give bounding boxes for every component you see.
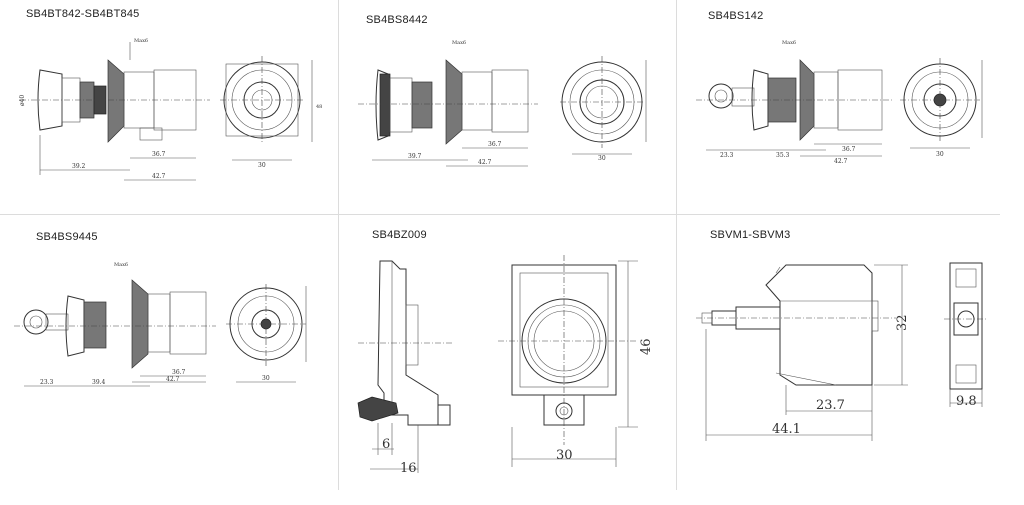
dim-w: 30	[258, 162, 266, 169]
dim-c: 42.7	[166, 376, 180, 383]
dim-w: 30	[598, 155, 606, 162]
svg-text:Max6: Max6	[782, 40, 796, 46]
dim-b: 16	[400, 461, 417, 476]
divider-col-2	[676, 0, 677, 490]
dim-c: 36.7	[152, 151, 166, 158]
dim-c: 36.7	[488, 141, 502, 148]
drawing-sb4bz009: 6 16 30 46	[357, 255, 654, 476]
drawing-sb4bs142: Max6 23.3 35.3 36.7 42.7 30	[696, 40, 983, 165]
divider-col-1	[338, 0, 339, 490]
drawing-sb4bs8442: Max6 39.7 36.7 42.7 30	[358, 40, 647, 167]
svg-text:Max6: Max6	[114, 262, 128, 268]
dim-d: 36.7	[172, 369, 186, 376]
dim-a: 39.7	[408, 153, 422, 160]
panel-title-6: SBVM1-SBVM3	[710, 229, 791, 241]
drawing-sb4bs9445: Max6 23.3 39.4 36.7 42.7 30	[14, 262, 307, 387]
dim-b: 35.3	[776, 152, 790, 159]
dim-a: 6	[382, 437, 390, 452]
dim-b: 42.7	[152, 173, 166, 180]
dim-a: 23.3	[720, 152, 734, 159]
panel-title-1: SB4BT842-SB4BT845	[26, 8, 140, 20]
dim-b: 42.7	[478, 159, 492, 166]
dim-w: 30	[262, 375, 270, 382]
dim-w: 9.8	[956, 394, 977, 409]
drawing-sbvm1: 23.7 44.1 32 9.8	[696, 262, 988, 441]
panel-title-4: SB4BS9445	[36, 231, 98, 243]
dim-b: 39.4	[92, 379, 106, 386]
dim-a: 23.7	[816, 398, 845, 413]
dim-c: 42.7	[834, 158, 848, 165]
drawing-sb4bt842: Max6 ø40 39.2 36.7 42.7 30 48	[19, 38, 322, 181]
dim-d: 36.7	[842, 146, 856, 153]
dim-w: 30	[936, 151, 944, 158]
dim-h: 32	[895, 314, 910, 331]
svg-text:ø40: ø40	[19, 95, 26, 106]
divider-row	[0, 214, 1000, 215]
svg-text:48: 48	[316, 104, 322, 110]
dim-a: 39.2	[72, 163, 86, 170]
dim-w: 30	[556, 448, 573, 463]
panel-title-3: SB4BS142	[708, 10, 764, 22]
dim-h: 46	[639, 338, 654, 355]
svg-text:Max6: Max6	[134, 38, 148, 44]
dim-a: 23.3	[40, 379, 54, 386]
dim-b: 44.1	[772, 422, 801, 437]
svg-text:Max6: Max6	[452, 40, 466, 46]
panel-title-5: SB4BZ009	[372, 229, 427, 241]
panel-title-2: SB4BS8442	[366, 14, 428, 26]
